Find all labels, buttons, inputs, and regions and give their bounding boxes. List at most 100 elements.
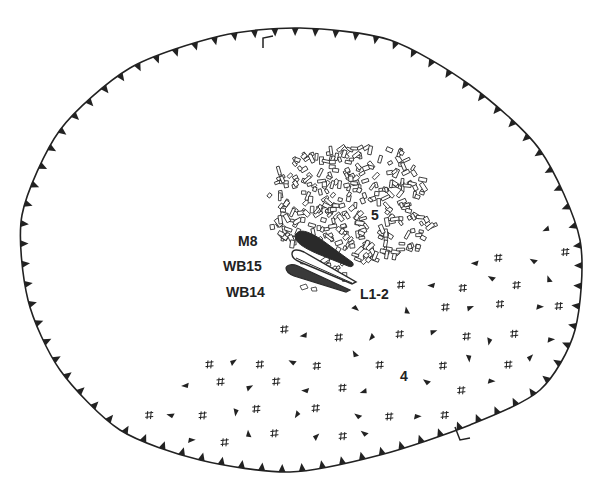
triangle-mark xyxy=(351,305,359,311)
stone xyxy=(368,146,373,155)
stone xyxy=(360,198,366,205)
stone xyxy=(366,242,375,251)
stone xyxy=(410,228,415,233)
hachure-tick xyxy=(522,133,530,141)
stone xyxy=(408,243,414,249)
hachure-tick xyxy=(573,242,581,249)
triangle-mark xyxy=(353,350,359,357)
stone xyxy=(411,169,418,176)
stone xyxy=(357,210,364,216)
hachure-tick xyxy=(178,447,185,456)
hachure-tick xyxy=(319,460,326,468)
triangle-mark xyxy=(542,225,549,231)
triangle-mark xyxy=(466,355,471,363)
hatch-mark xyxy=(272,378,280,386)
triangle-mark xyxy=(354,414,362,420)
hachure-tick xyxy=(28,301,37,308)
hachure-tick xyxy=(21,220,29,227)
stone xyxy=(362,165,369,171)
hatch-mark xyxy=(441,303,449,311)
hatch-mark xyxy=(256,360,264,368)
hatch-mark xyxy=(441,411,449,419)
stone xyxy=(358,230,365,236)
section-bracket xyxy=(455,427,470,440)
hachure-tick xyxy=(140,434,146,443)
stone xyxy=(307,182,312,186)
stone xyxy=(419,191,424,195)
stone xyxy=(341,150,347,158)
stone xyxy=(350,244,355,248)
stone xyxy=(301,153,308,159)
hachure-tick xyxy=(63,372,71,380)
hatch-mark xyxy=(397,281,405,289)
hachure-tick xyxy=(211,37,218,46)
stone xyxy=(368,198,373,202)
stone xyxy=(404,203,410,207)
stone xyxy=(338,198,343,202)
stone xyxy=(343,234,350,241)
stone xyxy=(348,205,355,212)
triangle-mark xyxy=(536,304,544,309)
hachure-tick xyxy=(493,106,501,114)
stone xyxy=(278,215,283,224)
stone xyxy=(423,216,429,223)
hachure-tick xyxy=(198,453,205,462)
stone xyxy=(372,172,379,180)
stone xyxy=(356,187,362,193)
triangle-mark xyxy=(234,408,239,416)
hatch-mark xyxy=(280,325,288,333)
stone xyxy=(315,153,318,160)
stone xyxy=(378,155,383,163)
hachure-tick xyxy=(278,464,285,472)
stone xyxy=(287,173,293,179)
hachure-tick xyxy=(101,85,109,93)
stone xyxy=(419,230,424,234)
hatch-mark xyxy=(199,411,207,419)
stone xyxy=(303,175,311,182)
hachure-tick xyxy=(312,28,319,36)
stone xyxy=(354,257,361,262)
stone xyxy=(317,168,323,177)
triangle-mark xyxy=(300,332,307,337)
stone xyxy=(363,223,369,229)
stone xyxy=(337,214,344,222)
hachure-tick xyxy=(153,55,160,64)
triangle-mark xyxy=(369,333,375,341)
stone xyxy=(415,244,420,251)
hatch-mark xyxy=(335,333,343,341)
triangle-mark xyxy=(360,388,367,393)
stone xyxy=(419,221,423,226)
pit-outline-group xyxy=(20,28,582,472)
hatch-mark xyxy=(510,330,518,338)
stone xyxy=(293,180,299,187)
stone xyxy=(384,187,388,192)
hachure-tick xyxy=(535,149,544,156)
stone xyxy=(401,162,407,170)
stone xyxy=(382,187,389,193)
triangle-mark xyxy=(181,383,189,388)
hatch-mark xyxy=(145,411,153,419)
hachure-tick xyxy=(562,203,571,209)
stone xyxy=(330,181,335,189)
fragment xyxy=(311,287,317,291)
stone xyxy=(335,240,343,246)
hatch-mark xyxy=(313,362,321,370)
hachure-tick xyxy=(159,441,166,450)
stone xyxy=(300,217,305,222)
stone xyxy=(387,161,392,166)
hachure-tick xyxy=(191,42,198,51)
stone xyxy=(398,220,403,225)
stone xyxy=(292,161,297,166)
hatch-mark xyxy=(439,362,447,370)
find-label: M8 xyxy=(236,233,259,249)
triangle-mark xyxy=(361,431,369,437)
stone xyxy=(332,168,338,172)
triangle-mark xyxy=(301,388,309,393)
hatch-mark xyxy=(312,404,320,412)
hachure-tick xyxy=(58,127,66,135)
hachure-tick xyxy=(574,262,582,269)
hachure-tick xyxy=(24,200,33,207)
hachure-tick xyxy=(85,98,93,106)
stone xyxy=(340,224,346,229)
hachure-tick xyxy=(231,33,238,41)
